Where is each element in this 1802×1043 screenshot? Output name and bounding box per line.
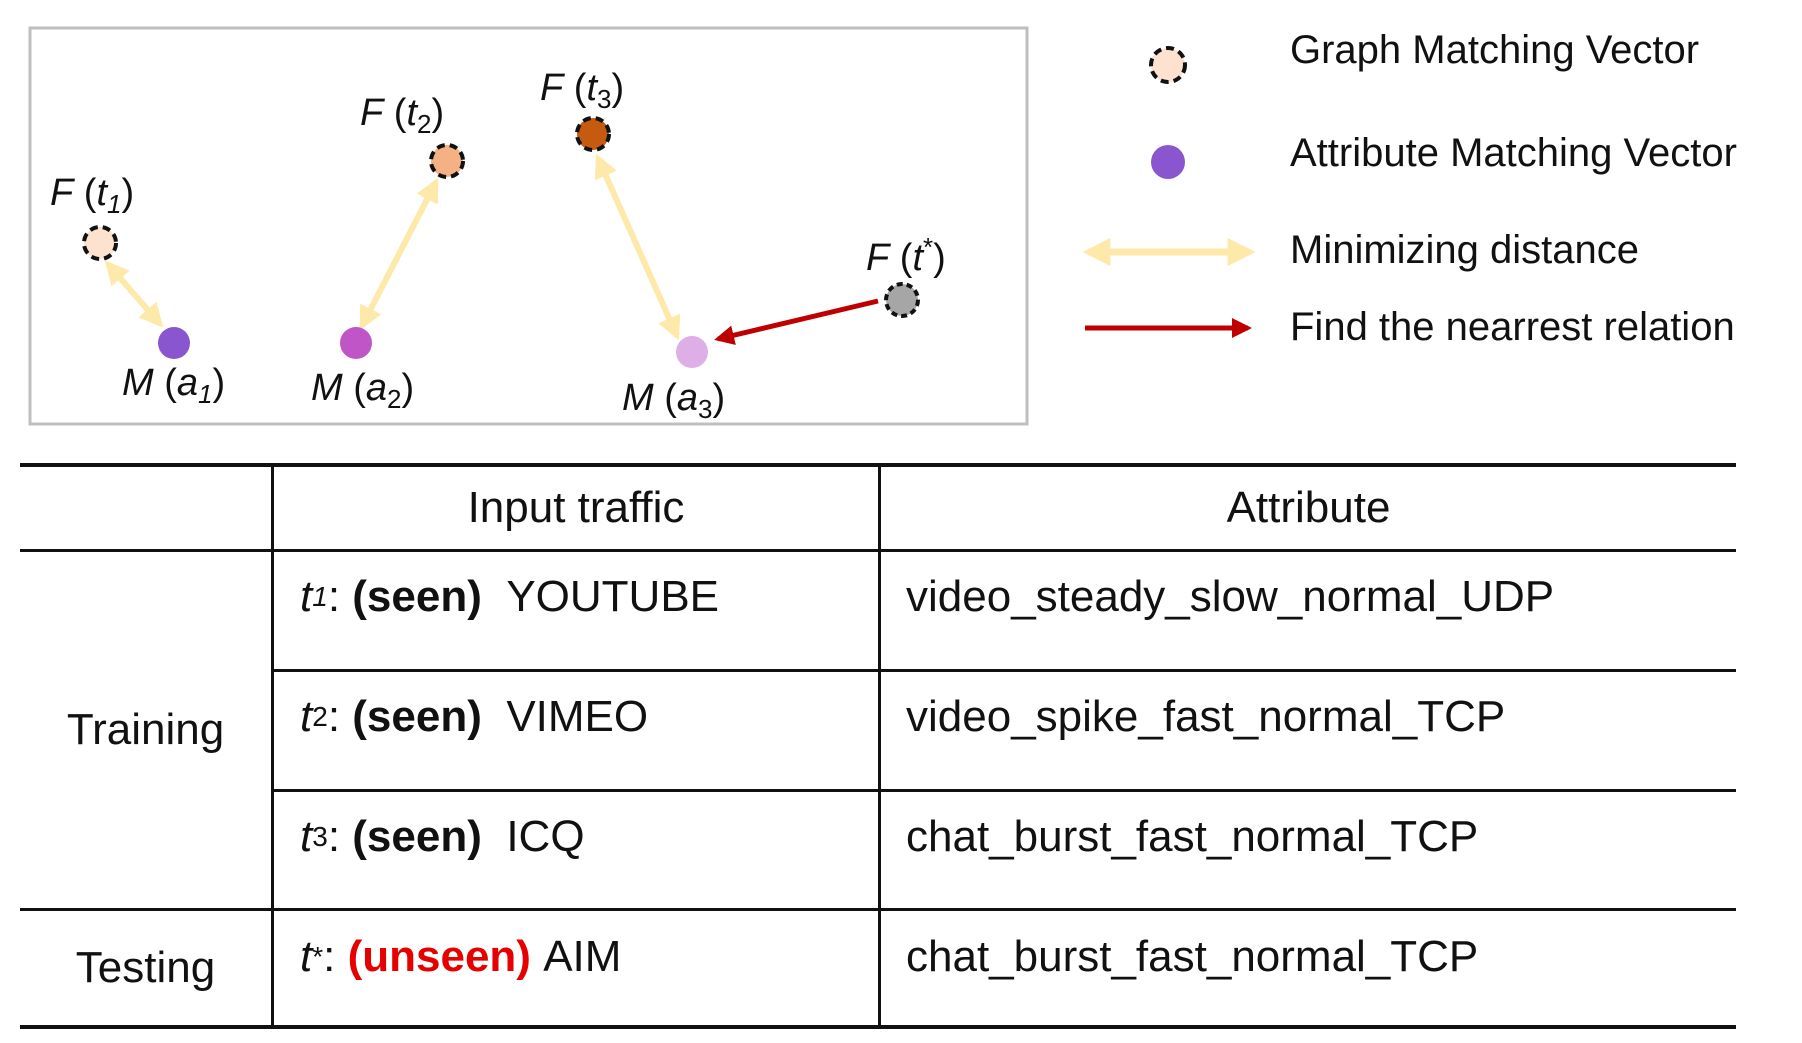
traffic-app: AIM: [543, 932, 622, 981]
legend-graph-icon: [1149, 46, 1187, 84]
traffic-var: t: [300, 932, 313, 981]
traffic-sep: :: [327, 692, 341, 741]
traffic-app: YOUTUBE: [506, 572, 720, 621]
legend-graph-label: Graph Matching Vector: [1290, 28, 1699, 72]
traffic-sep: :: [323, 932, 336, 981]
group-training: Training: [66, 705, 225, 754]
legend-nearest-label: Find the nearrest relation: [1290, 305, 1735, 349]
traffic-sep: :: [327, 572, 341, 621]
attribute-vector-a3: [676, 336, 708, 368]
attribute-cell: chat_burst_fast_normal_TCP: [906, 812, 1479, 861]
traffic-status-unseen: (unseen): [347, 932, 531, 981]
legend-minimize-label: Minimizing distance: [1290, 228, 1639, 272]
attribute-cell: chat_burst_fast_normal_TCP: [906, 932, 1479, 981]
table-col-rule: [878, 463, 881, 1028]
label-m-a1: M (a1): [122, 362, 225, 409]
traffic-app: ICQ: [506, 812, 585, 861]
traffic-app: VIMEO: [506, 692, 649, 741]
attribute-vector-a1: [158, 327, 190, 359]
diagram-frame: [28, 26, 1029, 426]
minimize-arrow-3: [594, 153, 681, 341]
attribute-cell: video_spike_fast_normal_TCP: [906, 692, 1506, 741]
graph-vector-tstar: [884, 282, 920, 318]
graph-vector-t3: [575, 116, 611, 152]
legend-attribute-label: Attribute Matching Vector: [1290, 131, 1737, 175]
attribute-vector-a2: [340, 327, 372, 359]
label-f-tstar: F (t*): [866, 232, 946, 279]
header-blank: [20, 467, 271, 549]
attribute-cell: video_steady_slow_normal_UDP: [906, 572, 1555, 621]
graph-vector-t2: [429, 143, 465, 179]
traffic-status: (seen): [352, 692, 482, 741]
traffic-var: t: [300, 812, 313, 861]
table-col-rule: [271, 463, 274, 1028]
header-input-traffic: Input traffic: [467, 483, 685, 532]
traffic-status: (seen): [352, 812, 482, 861]
minimize-arrow-2: [359, 177, 439, 331]
traffic-table: Input traffic Attribute Training Testing…: [20, 463, 1736, 1029]
traffic-var: t: [300, 692, 313, 741]
traffic-cell: t*: (unseen) AIM: [300, 932, 622, 981]
table-row-rule: [271, 789, 1736, 792]
header-attribute: Attribute: [1226, 483, 1391, 532]
group-testing: Testing: [75, 943, 216, 992]
traffic-sep: :: [327, 812, 341, 861]
label-f-t3: F (t3): [540, 67, 624, 114]
traffic-var: t: [300, 572, 313, 621]
table-row-rule: [271, 669, 1736, 672]
traffic-status: (seen): [352, 572, 482, 621]
graph-vector-t1: [82, 225, 118, 261]
label-f-t2: F (t2): [360, 92, 444, 139]
nearest-arrow: [714, 298, 879, 346]
minimize-arrow-1: [104, 260, 164, 328]
legend-attribute-icon: [1151, 145, 1185, 179]
matching-diagram: F (t1) F (t2) F (t3) F (t*) M (a1) M (a2…: [28, 26, 1737, 426]
label-f-t1: F (t1): [50, 172, 134, 219]
